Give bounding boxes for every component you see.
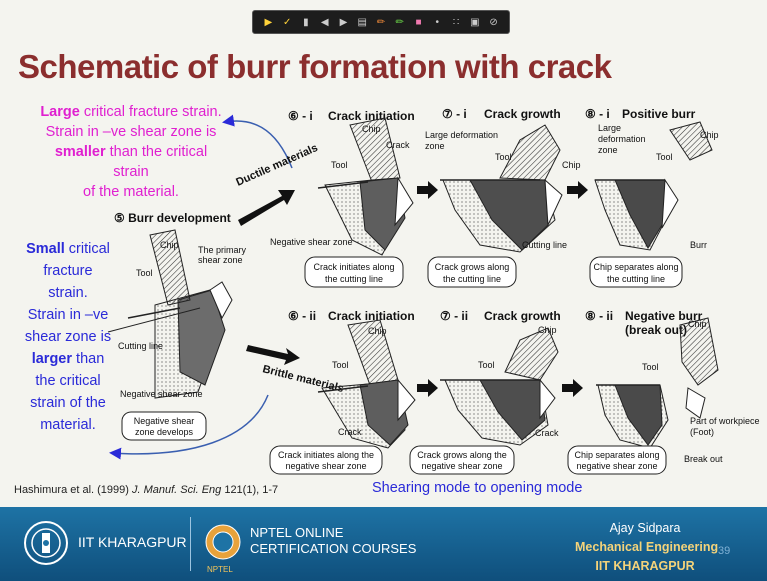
svg-text:negative shear zone: negative shear zone [421,461,502,471]
diagram-ductile-crack-growth: ⑦ - i Crack growth Large deformation zon… [425,107,581,287]
svg-text:Crack initiates along the: Crack initiates along the [278,450,374,460]
ductile-arrow [238,190,295,226]
svg-text:Chip separates along: Chip separates along [574,450,659,460]
svg-text:Chip: Chip [538,325,557,335]
svg-text:Crack growth: Crack growth [484,107,561,121]
svg-text:⑦ - i: ⑦ - i [442,107,467,121]
svg-text:Tool: Tool [656,152,673,162]
svg-text:the cutting line: the cutting line [443,274,501,284]
iit-logo-icon [22,519,70,567]
svg-text:Tool: Tool [331,160,348,170]
svg-text:Cutting line: Cutting line [522,240,567,250]
svg-text:Part of workpiece: Part of workpiece [690,416,760,426]
svg-text:Positive burr: Positive burr [622,107,696,121]
svg-text:Cutting line: Cutting line [118,341,163,351]
shear-mode-note: Shearing mode to opening mode [372,480,582,496]
svg-text:the cutting line: the cutting line [325,274,383,284]
svg-text:Negative shear zone: Negative shear zone [120,389,203,399]
diagram-brittle-crack-initiation: ⑥ - ii Crack initiation Chip Tool Crack … [270,309,415,474]
svg-text:Tool: Tool [136,268,153,278]
svg-text:Chip: Chip [368,326,387,336]
svg-text:Crack initiates along: Crack initiates along [313,262,394,272]
svg-text:⑦ - ii: ⑦ - ii [440,309,468,323]
citation: Hashimura et al. (1999) J. Manuf. Sci. E… [14,484,278,496]
svg-text:Crack grows along: Crack grows along [435,262,510,272]
svg-text:Tool: Tool [495,152,512,162]
svg-text:zone: zone [598,145,618,155]
svg-text:Chip: Chip [362,124,381,134]
page-number: 39 [718,545,730,557]
diagram-ductile-crack-initiation: ⑥ - i Crack initiation Chip Crack Tool N… [270,109,415,287]
svg-text:The primary: The primary [198,245,247,255]
footer-institute: IIT KHARAGPUR [78,534,187,550]
diagram-negative-burr: ⑧ - ii Negative burr (break out) Chip To… [568,309,760,474]
footer-bar: IIT KHARAGPUR NPTEL NPTEL ONLINE CERTIFI… [0,507,767,581]
svg-text:deformation: deformation [598,134,646,144]
brittle-arrow [246,345,300,365]
svg-text:(Foot): (Foot) [690,427,714,437]
svg-text:(break out): (break out) [625,323,687,337]
nptel-logo-icon [202,521,244,563]
svg-text:negative shear zone: negative shear zone [576,461,657,471]
svg-text:⑤ Burr development: ⑤ Burr development [114,211,231,225]
nptel-line1: NPTEL ONLINE [250,525,343,540]
footer-divider [190,517,191,571]
svg-text:⑥ - i: ⑥ - i [288,109,313,123]
svg-text:Negative shear: Negative shear [134,416,195,426]
svg-text:Chip: Chip [562,160,581,170]
svg-text:Large deformation: Large deformation [425,130,498,140]
svg-text:Crack grows along the: Crack grows along the [417,450,507,460]
svg-text:zone develops: zone develops [135,427,194,437]
nptel-line2: CERTIFICATION COURSES [250,541,416,556]
svg-text:Crack growth: Crack growth [484,309,561,323]
diagram-positive-burr: ⑧ - i Positive burr Large deformation zo… [585,107,719,287]
svg-text:the cutting line: the cutting line [607,274,665,284]
svg-text:⑧ - i: ⑧ - i [585,107,610,121]
svg-text:⑧ - ii: ⑧ - ii [585,309,613,323]
burr-formation-figure: ⑤ Burr development Chip Tool The primary… [0,0,767,500]
presenter-name: Ajay Sidpara [575,521,715,535]
svg-text:Chip separates along: Chip separates along [593,262,678,272]
svg-text:Tool: Tool [332,360,349,370]
svg-text:⑥ - ii: ⑥ - ii [288,309,316,323]
svg-text:zone: zone [425,141,445,151]
svg-text:Crack: Crack [338,427,362,437]
presenter-dept: Mechanical Engineering [575,540,715,554]
svg-text:Tool: Tool [642,362,659,372]
svg-text:Large: Large [598,123,621,133]
svg-text:Break out: Break out [684,454,723,464]
svg-text:Crack: Crack [386,140,410,150]
svg-text:Burr: Burr [690,240,707,250]
svg-text:Negative shear zone: Negative shear zone [270,237,353,247]
presenter-inst: IIT KHARAGPUR [575,559,715,573]
nptel-small-label: NPTEL [207,565,233,574]
ductile-label: Ductile materials [234,142,319,189]
diagram-burr-development: ⑤ Burr development Chip Tool The primary… [108,211,247,440]
svg-text:shear zone: shear zone [198,255,243,265]
svg-text:Crack: Crack [535,428,559,438]
svg-text:Chip: Chip [160,240,179,250]
svg-text:Chip: Chip [688,319,707,329]
svg-text:Chip: Chip [700,130,719,140]
svg-text:Tool: Tool [478,360,495,370]
svg-text:negative shear zone: negative shear zone [285,461,366,471]
